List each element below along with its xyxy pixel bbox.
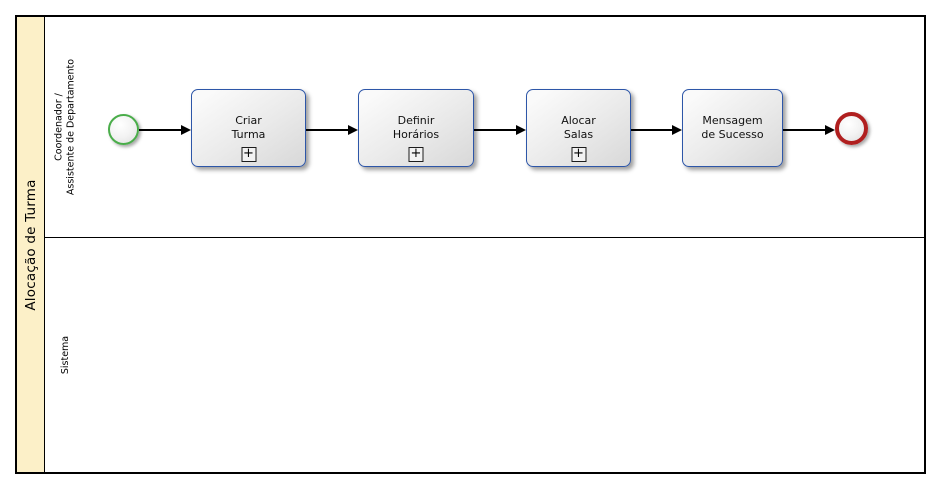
sequence-flow-arrow bbox=[474, 125, 526, 135]
task-definir-horarios[interactable]: Definir Horários + bbox=[358, 89, 474, 167]
sequence-flow-arrow bbox=[783, 125, 835, 135]
sequence-flow-arrow bbox=[306, 125, 358, 135]
subprocess-expand-plus-icon[interactable]: + bbox=[241, 147, 256, 162]
subprocess-expand-plus-icon[interactable]: + bbox=[571, 147, 586, 162]
task-label: Alocar Salas bbox=[561, 113, 596, 141]
start-event[interactable] bbox=[108, 114, 139, 145]
task-label: Mensagem de Sucesso bbox=[701, 113, 764, 141]
task-alocar-salas[interactable]: Alocar Salas + bbox=[526, 89, 631, 167]
lane-label-sistema: Sistema bbox=[59, 335, 71, 375]
sequence-flow-arrow bbox=[631, 125, 682, 135]
task-criar-turma[interactable]: Criar Turma + bbox=[191, 89, 306, 167]
subprocess-expand-plus-icon[interactable]: + bbox=[408, 147, 424, 162]
task-label: Criar Turma bbox=[231, 113, 266, 141]
sequence-flow-arrow bbox=[139, 125, 191, 135]
task-label: Definir Horários bbox=[392, 113, 440, 141]
lane-coordenador-assistente: Coordenador / Assistente de Departamento bbox=[45, 17, 924, 237]
task-mensagem-de-sucesso[interactable]: Mensagem de Sucesso bbox=[682, 89, 783, 167]
pool-header: Alocação de Turma bbox=[17, 17, 45, 472]
pool-title: Alocação de Turma bbox=[22, 178, 39, 311]
lane-sistema: Sistema bbox=[45, 237, 924, 472]
pool-alocacao-de-turma: Alocação de Turma Coordenador / Assisten… bbox=[15, 15, 926, 474]
end-event[interactable] bbox=[835, 112, 868, 145]
lane-label-coordenador-assistente: Coordenador / Assistente de Departamento bbox=[53, 58, 77, 196]
